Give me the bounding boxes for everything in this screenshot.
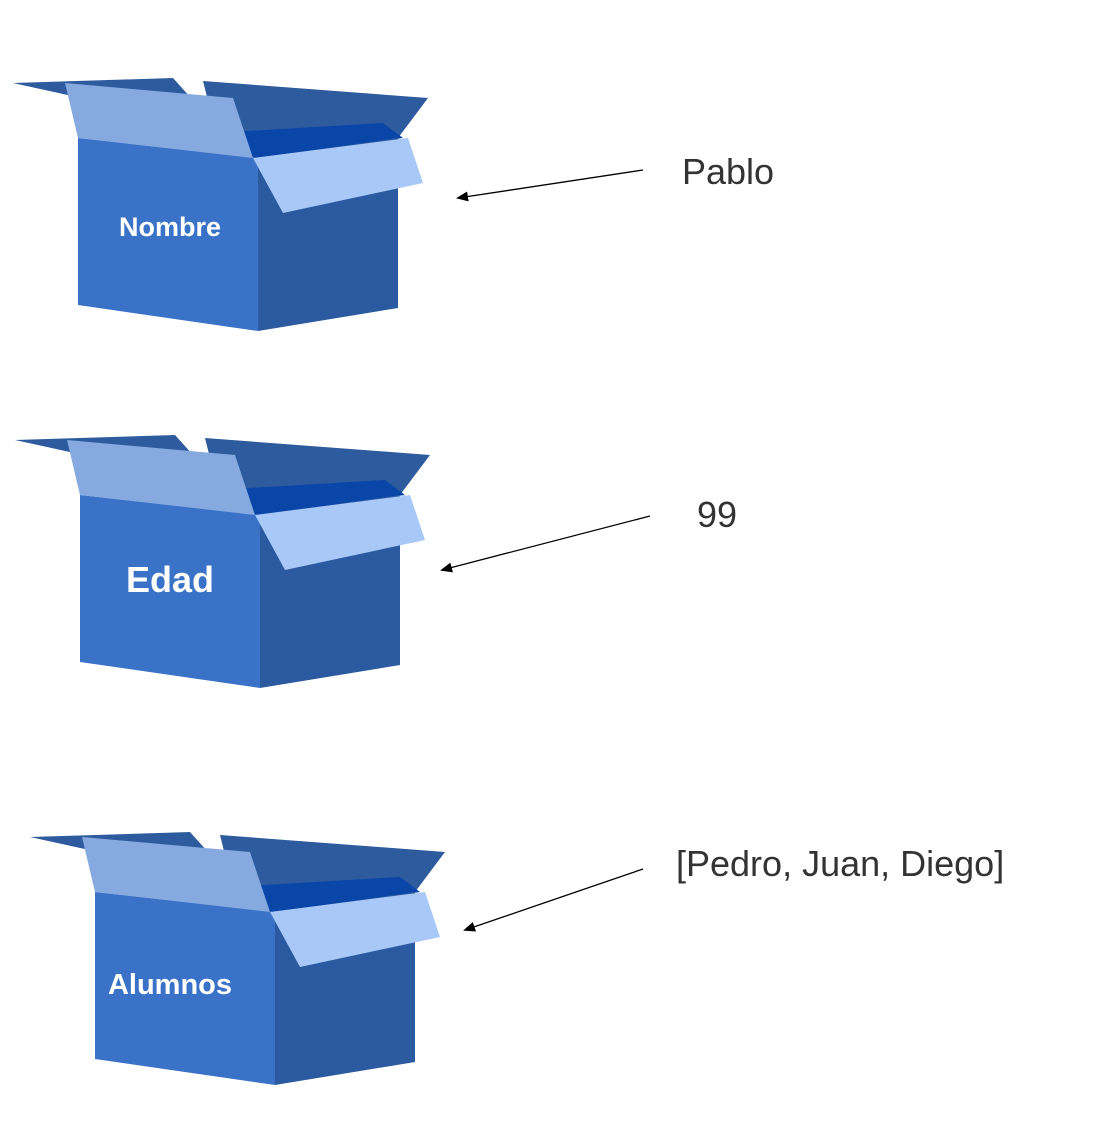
box-edad: Edad — [15, 435, 430, 688]
value-pablo: Pablo — [682, 151, 774, 192]
arrow-edad — [440, 515, 651, 573]
box-label-alumnos: Alumnos — [108, 969, 232, 1001]
box-icon — [15, 435, 430, 688]
arrow-alumnos — [463, 868, 644, 932]
arrow-nombre — [456, 169, 644, 202]
box-icon — [13, 78, 428, 331]
value-99: 99 — [697, 494, 737, 535]
value-alumnos-list: [Pedro, Juan, Diego] — [676, 843, 1004, 884]
box-nombre: Nombre — [13, 78, 428, 331]
box-label-nombre: Nombre — [119, 212, 221, 242]
box-alumnos: Alumnos — [30, 832, 445, 1085]
box-label-edad: Edad — [126, 559, 214, 600]
box-icon — [30, 832, 445, 1085]
